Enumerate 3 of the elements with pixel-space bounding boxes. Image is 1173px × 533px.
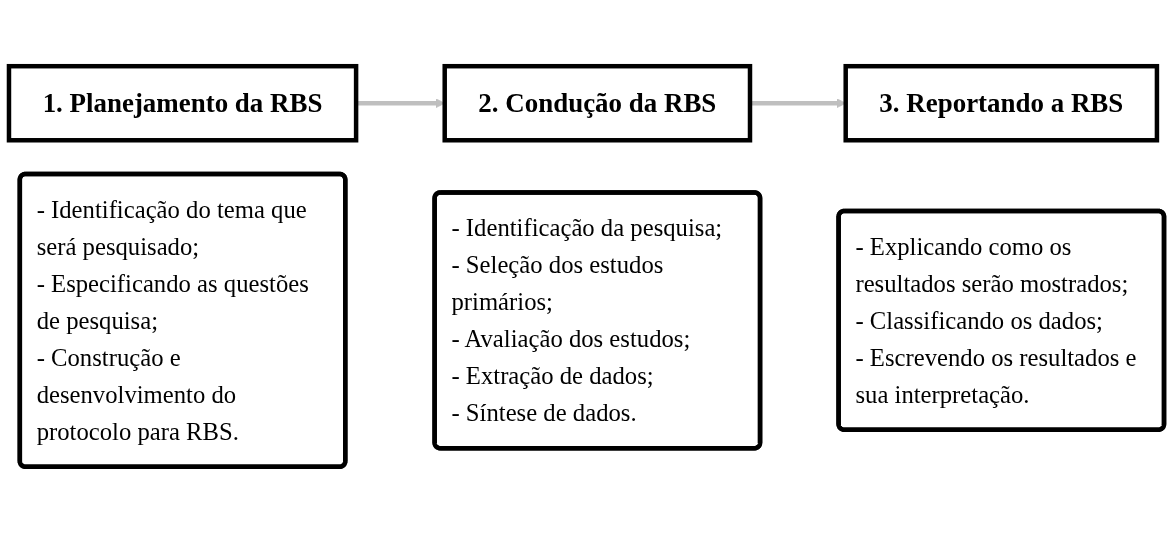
node-box: 2. Condução da RBS: [442, 63, 753, 143]
node-box: 3. Reportando a RBS: [843, 63, 1160, 143]
node-box: 1. Planejamento da RBS: [6, 63, 359, 143]
